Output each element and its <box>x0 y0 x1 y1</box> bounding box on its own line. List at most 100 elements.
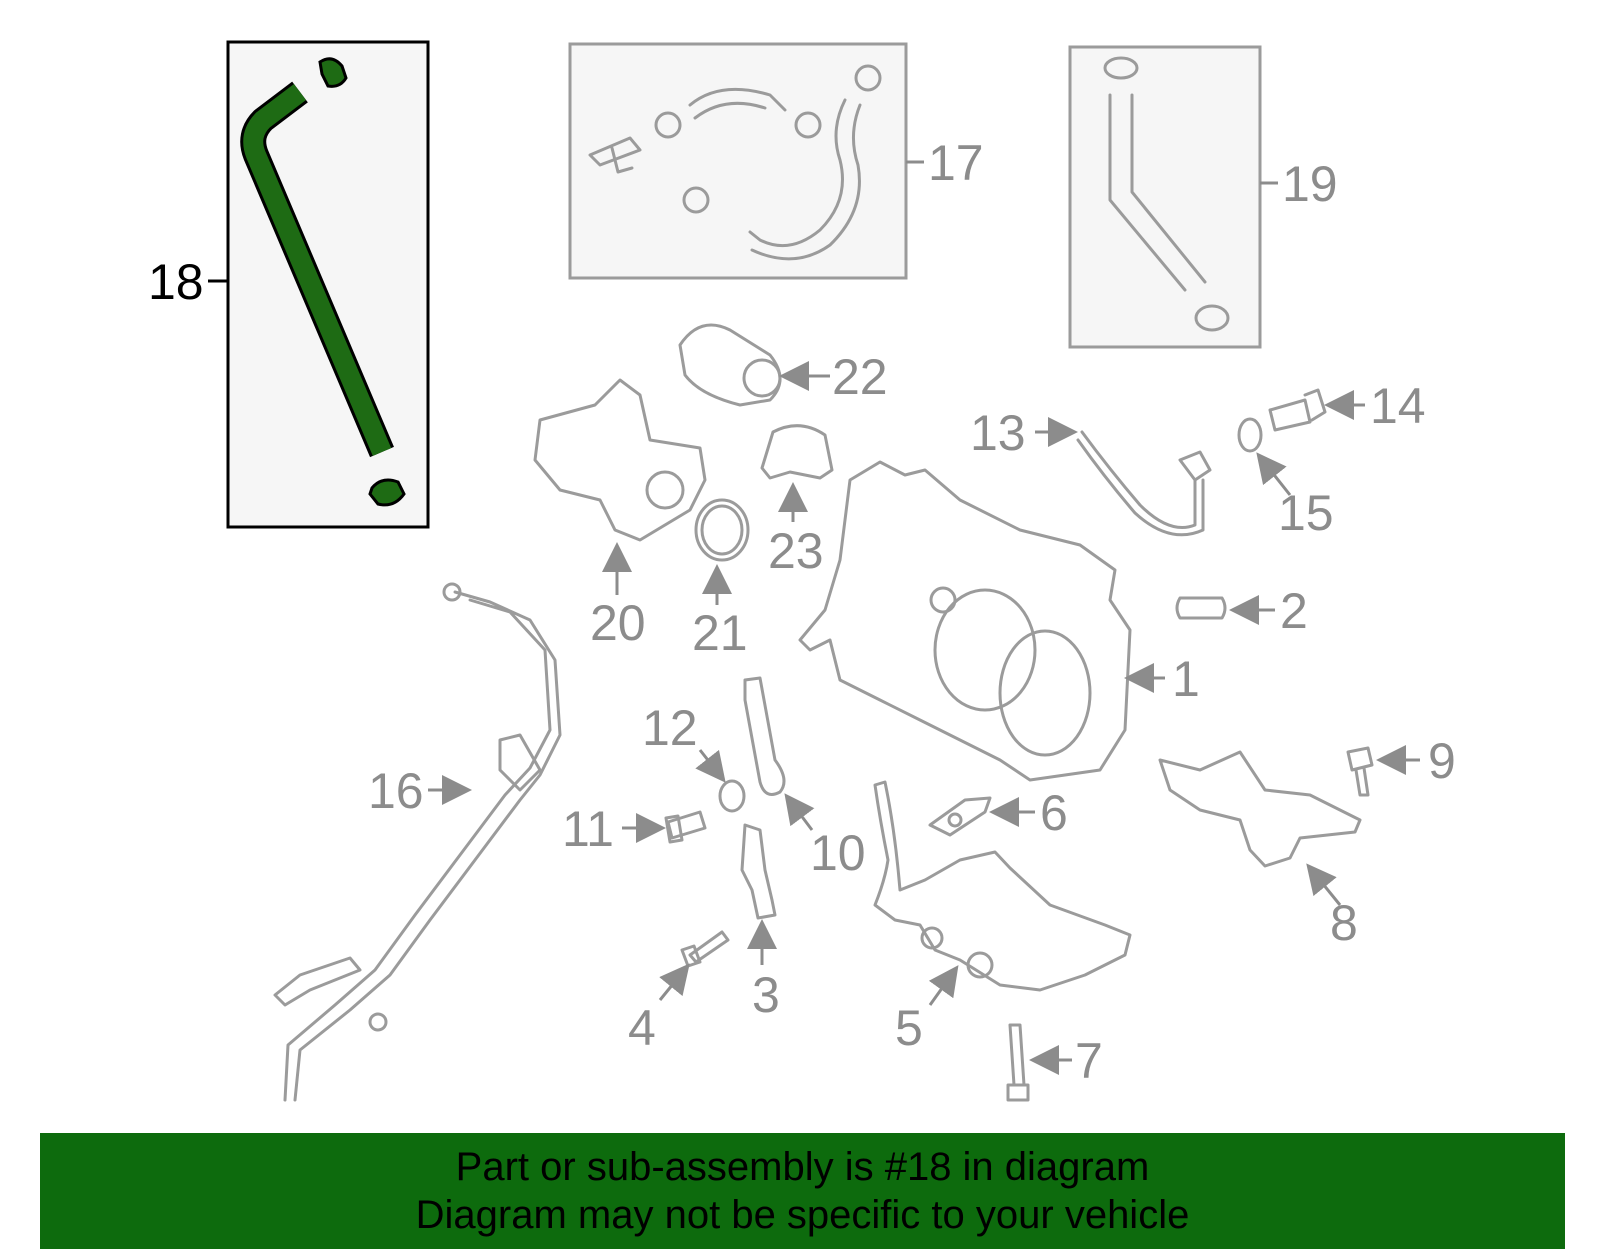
clamp-17c-icon <box>682 186 710 214</box>
callout-21: 21 <box>692 605 748 661</box>
callout-17: 17 <box>928 135 984 191</box>
banner-line-2: Diagram may not be specific to your vehi… <box>415 1193 1190 1237</box>
callout-14: 14 <box>1370 378 1426 434</box>
part-11-group[interactable]: 11 <box>562 801 707 857</box>
callout-12: 12 <box>642 700 698 756</box>
part-5-port-a-icon <box>920 926 944 950</box>
part-16-line-icon <box>283 590 562 1102</box>
tee-17-icon <box>588 136 642 174</box>
part-17-group[interactable]: 17 <box>568 42 984 280</box>
part-13-fitting-icon <box>1178 450 1212 482</box>
part-4-bolt-icon <box>680 930 730 968</box>
callout-20: 20 <box>590 595 646 651</box>
part-22-group[interactable]: 22 <box>678 323 888 407</box>
part-20-icon <box>533 378 707 542</box>
part-20-group[interactable]: 20 <box>533 378 707 651</box>
part-11-bolt-icon <box>664 810 707 844</box>
turbo-scroll-icon <box>933 588 1037 712</box>
clamp-17b-icon <box>794 111 822 139</box>
part-18-group[interactable]: 18 <box>148 40 430 529</box>
part-3-bracket-icon <box>740 823 777 920</box>
hose-19-icon <box>1108 93 1207 292</box>
callout-3: 3 <box>752 967 780 1023</box>
part-20-port-icon <box>645 470 685 510</box>
part-5-group[interactable]: 5 <box>873 780 1132 1056</box>
part-19-group[interactable]: 19 <box>1068 45 1338 349</box>
clamp-18-top-icon <box>318 57 348 88</box>
part-21-group[interactable]: 21 <box>692 498 750 661</box>
callout-5: 5 <box>895 1000 923 1056</box>
hose-18-icon <box>243 84 392 456</box>
banner-line-1: Part or sub-assembly is #18 in diagram <box>455 1145 1150 1189</box>
part-19-box <box>1068 45 1262 349</box>
part-14-bolt-icon <box>1268 388 1327 432</box>
part-9-bolt-icon <box>1346 746 1374 797</box>
callout-19: 19 <box>1282 156 1338 212</box>
leader-5 <box>928 965 959 1006</box>
part-16-bracket-icon <box>498 733 542 792</box>
part-8-group[interactable]: 8 <box>1158 750 1362 951</box>
hose-17b-icon <box>748 98 862 261</box>
part-8-shield-icon <box>1158 750 1362 868</box>
part-22-icon <box>678 323 782 407</box>
callout-15: 15 <box>1278 485 1334 541</box>
hose-17a-icon <box>688 87 787 120</box>
clamp-17d-icon <box>854 64 882 92</box>
part-21-icon <box>694 498 750 562</box>
part-2-stud-icon <box>1175 596 1227 620</box>
callout-6: 6 <box>1040 785 1068 841</box>
part-12-washer-icon <box>718 779 746 813</box>
callout-13: 13 <box>970 405 1026 461</box>
part-10-pipe-icon <box>743 676 786 796</box>
leader-12 <box>695 749 726 783</box>
part-3-group[interactable]: 3 <box>740 823 780 1023</box>
part-7-group[interactable]: 7 <box>1006 1023 1103 1102</box>
callout-23: 23 <box>768 523 824 579</box>
part-21-inner-icon <box>700 504 744 556</box>
part-16-group[interactable]: 16 <box>273 582 562 1102</box>
part-5-manifold-icon <box>873 780 1132 992</box>
part-14-group[interactable]: 14 <box>1268 378 1426 434</box>
callout-11: 11 <box>562 801 614 857</box>
leader-10 <box>784 793 815 831</box>
part-4-group[interactable]: 4 <box>628 930 730 1056</box>
callout-8: 8 <box>1330 895 1358 951</box>
callout-10: 10 <box>810 825 866 881</box>
callout-4: 4 <box>628 1000 656 1056</box>
turbo-outlet-icon <box>998 629 1092 757</box>
callout-22: 22 <box>832 349 888 405</box>
part-9-group[interactable]: 9 <box>1346 733 1456 797</box>
part-16-flange-icon <box>273 956 362 1007</box>
part-6-group[interactable]: 6 <box>928 785 1068 841</box>
leader-15 <box>1256 452 1292 496</box>
part-6-gasket-icon <box>928 796 992 837</box>
part-16-fitting-icon <box>442 582 462 602</box>
callout-16: 16 <box>368 763 424 819</box>
part-15-washer-icon <box>1237 417 1263 453</box>
turbo-housing-icon <box>798 460 1132 782</box>
callout-2: 2 <box>1280 583 1308 639</box>
part-23-group[interactable]: 23 <box>760 424 834 579</box>
part-2-group[interactable]: 2 <box>1175 583 1308 639</box>
leader-8 <box>1306 863 1342 906</box>
clamp-19-top-icon <box>1103 56 1139 80</box>
part-13-icon <box>1076 430 1205 537</box>
callout-9: 9 <box>1428 733 1456 789</box>
leader-4 <box>658 963 690 1001</box>
part-13-group[interactable]: 13 <box>970 405 1212 537</box>
part-10-group[interactable]: 10 <box>743 676 866 881</box>
part-23-icon <box>760 424 834 480</box>
part-1-group[interactable]: 1 <box>798 460 1200 782</box>
info-banner: Part or sub-assembly is #18 in diagram D… <box>40 1133 1565 1249</box>
turbo-port-icon <box>929 586 957 614</box>
part-16-fitting-b-icon <box>368 1012 388 1032</box>
callout-7: 7 <box>1075 1033 1103 1089</box>
callout-1: 1 <box>1172 651 1200 707</box>
part-15-group[interactable]: 15 <box>1237 417 1334 541</box>
part-7-bolt-icon <box>1006 1023 1030 1102</box>
part-22-port-icon <box>742 358 782 398</box>
part-12-group[interactable]: 12 <box>642 700 746 813</box>
clamp-19-bottom-icon <box>1194 304 1230 332</box>
part-5-port-b-icon <box>966 951 994 979</box>
